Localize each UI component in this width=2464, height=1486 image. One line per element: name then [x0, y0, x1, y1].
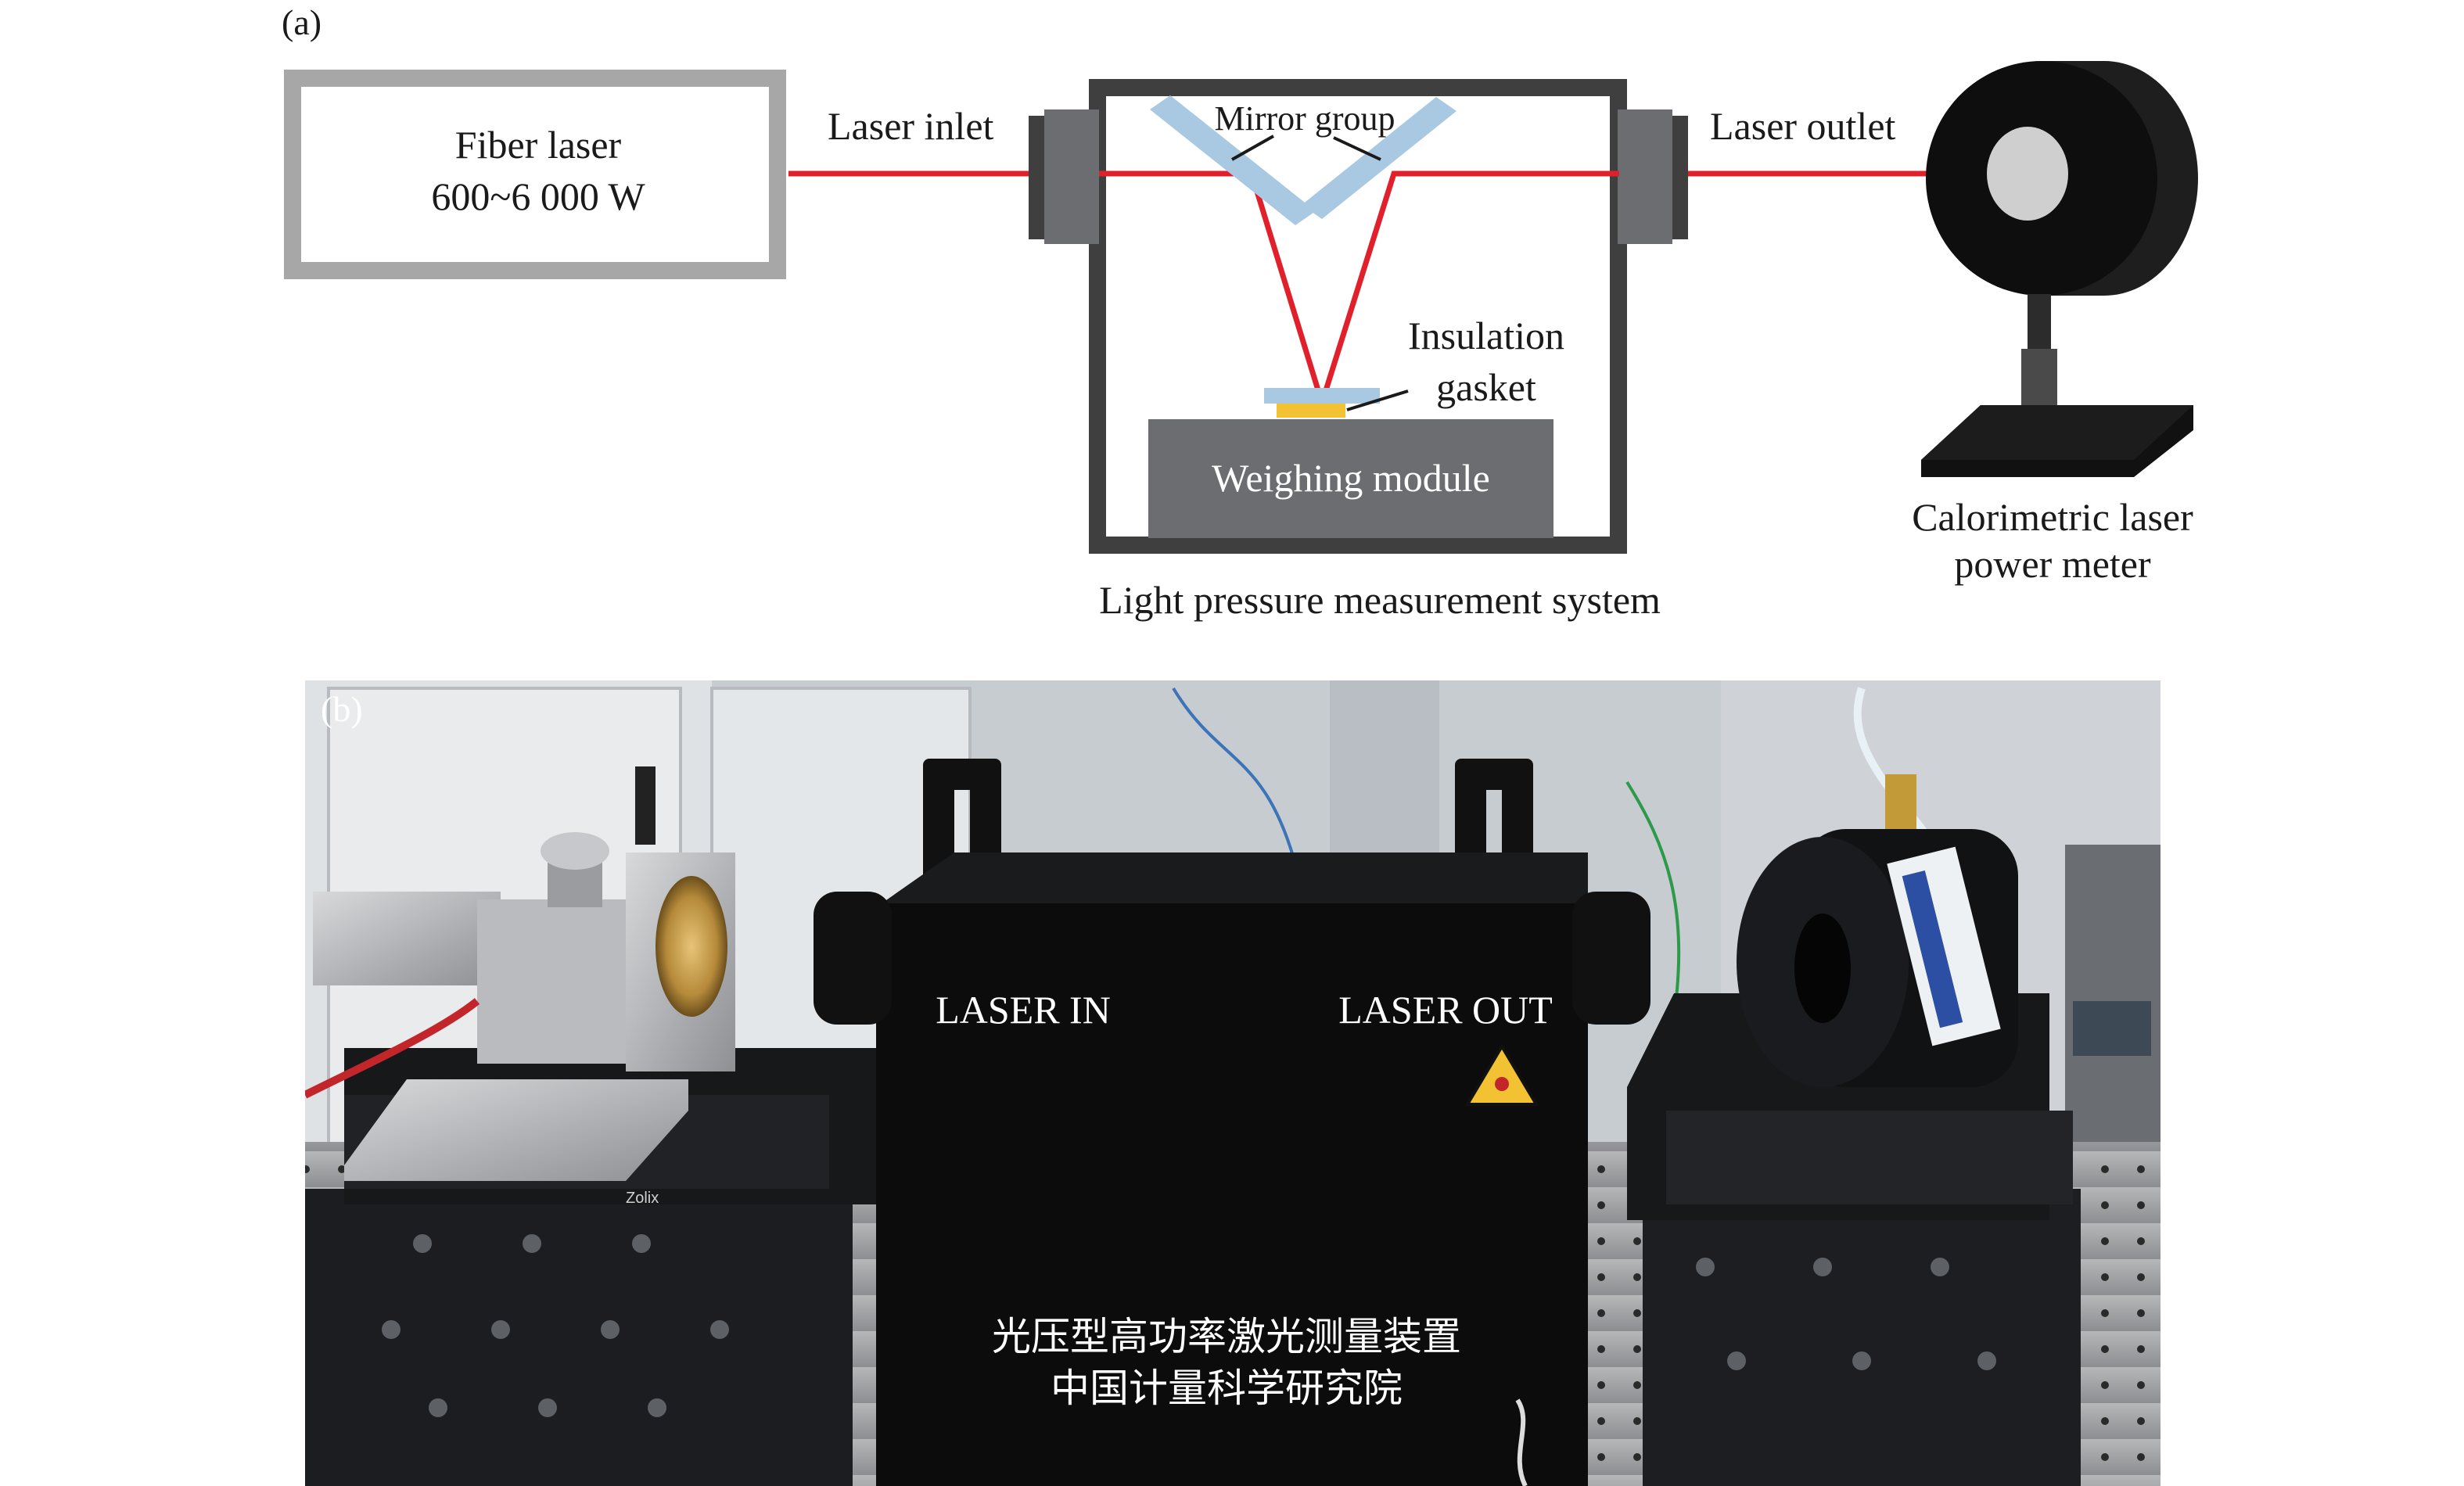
fiber-cable-red — [305, 998, 480, 1099]
mirror-leader-right — [1333, 136, 1381, 161]
laser-in-label: LASER IN — [936, 988, 1111, 1032]
cable-blue — [1172, 687, 1300, 877]
inlet-port-flange — [1029, 116, 1044, 239]
laser-head-assembly: Zolix — [305, 832, 892, 1486]
weighing-module — [1148, 419, 1553, 538]
aluminum-base — [344, 1079, 688, 1181]
cabinet-handle-1 — [635, 766, 656, 845]
meter-aperture-photo — [1794, 913, 1851, 1023]
panel-b-tag: (b) — [321, 689, 363, 729]
outlet-port — [1618, 109, 1672, 244]
insulation-label-1: Insulation — [1408, 314, 1564, 357]
chinese-label-1: 光压型高功率激光测量装置 — [992, 1314, 1461, 1359]
laser-warning-icon — [1464, 1043, 1539, 1106]
right-stage-lower — [1643, 1189, 2081, 1486]
fiber-laser-box: Fiber laser 600~6 000 W — [284, 70, 786, 279]
insulation-label-2: gasket — [1436, 365, 1536, 409]
cable-green — [1625, 781, 1681, 1018]
laser-inlet-label: Laser inlet — [828, 104, 994, 148]
box-top — [876, 852, 1588, 907]
panel-b-photo: Zolix LASER IN LASER OUT — [305, 680, 2160, 1486]
panel-a-tag: (a) — [282, 2, 321, 42]
target-mirror — [1264, 388, 1380, 404]
knob-top — [541, 832, 609, 870]
mirror-group-label: Mirror group — [1215, 99, 1395, 138]
outlet-port-flange — [1672, 116, 1688, 239]
meter-water-fitting — [1885, 774, 1916, 829]
panel-a: (a) Fiber laser 600~6 000 W Laser inlet — [282, 2, 2198, 622]
fiber-connector — [313, 892, 501, 985]
box-side-port-left — [814, 892, 892, 1025]
stage-screws-left — [382, 1234, 729, 1417]
inlet-port — [1044, 109, 1099, 244]
brass-lens — [656, 876, 727, 1017]
weighing-module-label: Weighing module — [1212, 456, 1490, 500]
stage-brand-label: Zolix — [626, 1190, 659, 1207]
box-front — [876, 903, 1588, 1486]
measurement-box-photo: LASER IN LASER OUT 光压型高功率激光测量装置 中国计量科学研究… — [814, 759, 1650, 1486]
handle-left-grip — [923, 759, 1001, 790]
box-side-port-right — [1572, 892, 1650, 1025]
power-meter-base-top — [1921, 405, 2193, 460]
mirror-leader-left — [1231, 135, 1274, 161]
laser-outlet-label: Laser outlet — [1710, 104, 1896, 148]
measurement-system: Mirror group Insulation gasket Weighing … — [1029, 79, 1688, 554]
box-cable-white — [1515, 1398, 1528, 1486]
fiber-laser-title: Fiber laser — [455, 123, 622, 167]
laser-out-label: LASER OUT — [1338, 988, 1553, 1032]
power-meter-label-1: Calorimetric laser — [1912, 495, 2193, 539]
head-block — [477, 899, 649, 1064]
stage-screws-right — [1696, 1258, 1996, 1370]
right-stage-plate — [1666, 1111, 2073, 1204]
meter-label-blue — [1902, 870, 1963, 1028]
fiber-laser-power: 600~6 000 W — [431, 174, 645, 218]
power-meter-aperture — [1987, 127, 2068, 221]
power-meter — [1921, 61, 2198, 477]
gasket-leader — [1346, 389, 1409, 411]
chinese-label-2: 中国计量科学研究院 — [1051, 1366, 1403, 1411]
insulation-gasket — [1277, 404, 1345, 418]
handle-right-grip — [1455, 759, 1533, 790]
power-meter-label-2: power meter — [1954, 542, 2151, 586]
beam-path-inside — [1099, 170, 1619, 412]
rack-screen — [2073, 1001, 2151, 1056]
power-meter-post-upper — [2028, 294, 2051, 349]
system-caption: Light pressure measurement system — [1099, 578, 1661, 622]
power-meter-photo — [1627, 774, 2081, 1486]
left-stage-lower — [305, 1189, 853, 1486]
